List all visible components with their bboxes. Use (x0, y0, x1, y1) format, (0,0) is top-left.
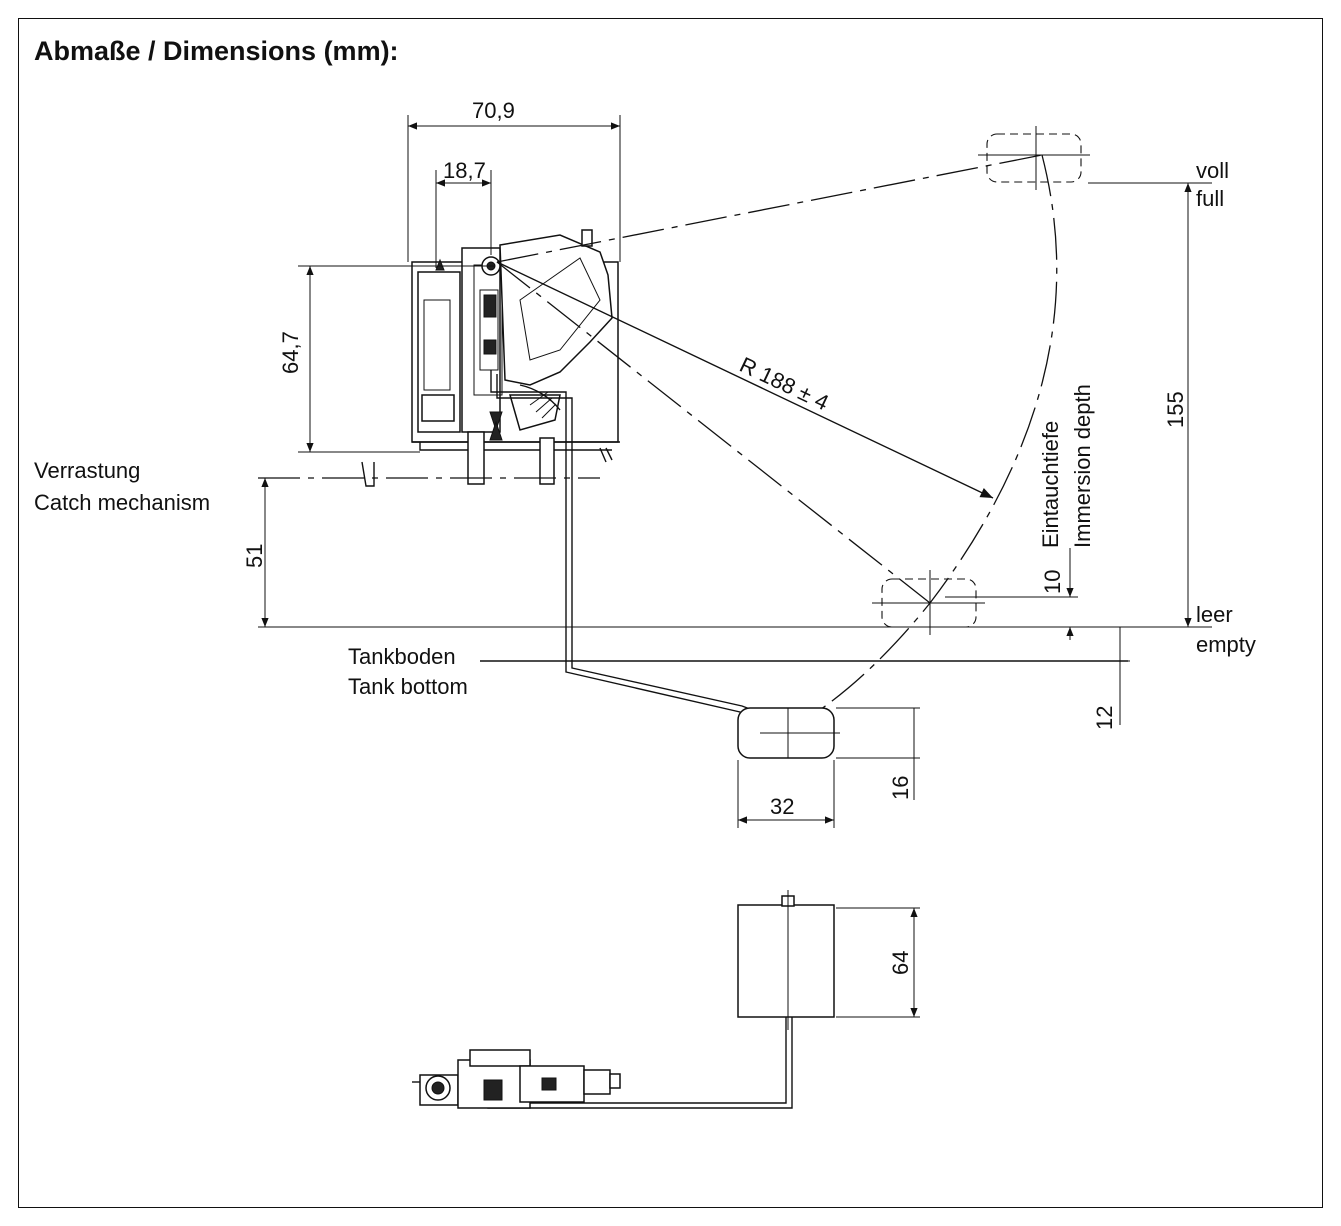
dim-bottom-gap: 12 (1092, 706, 1117, 730)
dim-catch-depth: 51 (242, 544, 267, 568)
arm-center-lines (496, 154, 1058, 731)
dim-height-head: 64,7 (278, 331, 303, 374)
label-empty-de: leer (1196, 602, 1233, 627)
label-catch-en: Catch mechanism (34, 490, 210, 515)
drawing-frame (18, 18, 1323, 1208)
sensor-head (361, 229, 620, 487)
side-view-sensor (412, 890, 835, 1109)
dim-float-height: 16 (888, 776, 913, 800)
dim-travel: 155 (1163, 391, 1188, 428)
label-immersion-de: Eintauchtiefe (1038, 421, 1063, 548)
label-tank-en: Tank bottom (348, 674, 468, 699)
label-full-de: voll (1196, 158, 1229, 183)
radius-label: R 188 ± 4 (736, 352, 833, 415)
float-bottom (737, 707, 840, 759)
label-full-en: full (1196, 186, 1224, 211)
dim-float-width: 32 (770, 794, 794, 819)
dim-float-length: 64 (888, 951, 913, 975)
page-title: Abmaße / Dimensions (mm): (34, 36, 399, 66)
label-catch-de: Verrastung (34, 458, 140, 483)
float-full (978, 126, 1090, 190)
label-immersion-en: Immersion depth (1070, 384, 1095, 548)
dim-width-pivot: 18,7 (443, 158, 486, 183)
label-tank-de: Tankboden (348, 644, 456, 669)
dim-width-total: 70,9 (472, 98, 515, 123)
float-empty (872, 570, 985, 635)
label-empty-en: empty (1196, 632, 1256, 657)
dim-immersion: 10 (1040, 570, 1065, 594)
